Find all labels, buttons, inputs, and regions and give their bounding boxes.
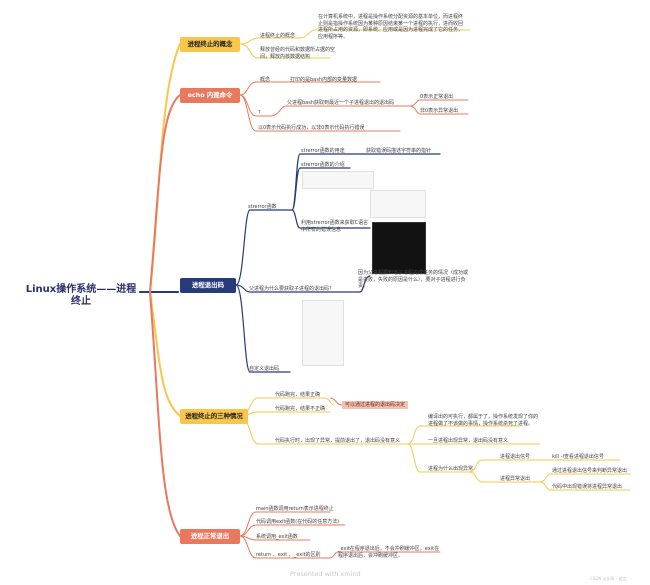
b3-strerror-purpose[interactable]: strerror函数的用途 [301, 148, 345, 154]
b3-strerror[interactable]: strerror函数 [248, 204, 277, 210]
b1-concept-detail: 在计算机系统中，进程是操作系统分配资源的基本单位，而进程终止则是指操作系统因为某… [318, 14, 464, 40]
b5-exit-func[interactable]: 代码调用exit函数(在代码的任意方法) [256, 519, 340, 525]
b2-item-success[interactable]: 以0表示代码执行成功，以非0表示代码执行错误 [258, 125, 365, 131]
b5-syscall-exit[interactable]: 系统调用_exit函数 [256, 534, 298, 540]
branch-termination-concept[interactable]: 进程终止的概念 [180, 37, 240, 52]
b4-os-killed[interactable]: 编译出的可执行，都属于了，操作系统发现了你的进程做了不该做的事情，操作系统杀死了… [428, 414, 539, 427]
b3-strerror-all[interactable]: 利用strerror函数来获取C语言中所有的错误信息 [301, 220, 369, 233]
b4-code-error[interactable]: 代码中出现错误将进程异常退出 [552, 484, 623, 490]
branch-echo-builtin[interactable]: echo 内建命令 [180, 88, 240, 103]
b2-item-question[interactable]: ? [258, 110, 261, 116]
b5-difference-detail: _exit在程序退出后，不会冲刷缓冲区，exit在程序退出后，会冲刷缓冲区。 [338, 546, 440, 559]
branch-normal-exit[interactable]: 进程正常退出 [180, 529, 240, 544]
b2-question-sub[interactable]: 父进程bash获取到最近一个子进程退出的退出码 [287, 100, 395, 106]
b1-item-release[interactable]: 释放曾经的代码和数据所占据的空间，释放内核数据结构 [260, 47, 336, 60]
b3-strerror-intro[interactable]: strerror函数的介绍 [301, 162, 345, 168]
b5-main-return[interactable]: main函数调用return表示进程终止 [256, 506, 334, 512]
b4-case-correct[interactable]: 代码跑完，结果正确 [275, 392, 321, 398]
b3-why-parent-detail: 因为父进程要知道子进程完成任务的情况（成功或是失败，失败的原因是什么），要对子进… [358, 270, 469, 289]
terminal-output-screenshot [372, 222, 426, 274]
branch-three-cases[interactable]: 进程终止的三种情况 [180, 409, 248, 424]
b4-judge-by-signal[interactable]: 通过进程退出信号来判断异常退出 [552, 468, 628, 474]
b2-concept-detail: 打印的是bash内部的变量数据 [290, 77, 358, 83]
branch-exit-code[interactable]: 进程退出码 [180, 278, 236, 293]
b5-difference[interactable]: return 、exit 、_exit的区别 [256, 552, 321, 558]
custom-exit-code-screenshot [302, 300, 344, 366]
b3-custom-exit[interactable]: 自定义退出码 [249, 366, 280, 372]
root-topic[interactable]: Linux操作系统——进程终止 [25, 284, 137, 307]
b3-strerror-purpose-detail: 获取错误码描述字符串的指针 [366, 148, 432, 154]
b4-highlight-exit-code[interactable]: 可以通过进程的退出码决定 [342, 401, 409, 409]
b4-why-exception[interactable]: 进程为什么出现异常 [428, 466, 474, 472]
b2-exit-zero[interactable]: 0表示正常退出 [420, 94, 454, 100]
b2-item-concept[interactable]: 概念 [260, 77, 271, 83]
b4-exit-signal[interactable]: 进程退出信号 [500, 454, 531, 460]
b3-why-parent[interactable]: 父进程为什么要获取子进程的退出码？ [249, 286, 335, 292]
b1-item-concept[interactable]: 进程终止的概念 [260, 33, 296, 39]
csdn-credit: CSDN @如焉 · 留言 [590, 576, 627, 581]
code-screenshot [370, 190, 426, 218]
b2-exit-nonzero[interactable]: 非0表示异常退出 [420, 108, 459, 114]
b4-kill-l[interactable]: kill -l查看进程退出信号 [552, 454, 604, 460]
b4-case-exception[interactable]: 代码执行时，出现了异常，提前退出了，退出码没有意义 [275, 438, 401, 444]
b4-exit-meaningless[interactable]: 一旦进程出现异常，退出码没有意义 [428, 438, 509, 444]
xmind-watermark: Presented with xmind [290, 570, 361, 578]
b4-abnormal-exit[interactable]: 进程异常退出 [500, 476, 531, 482]
b4-case-incorrect[interactable]: 代码跑完，结果不正确 [275, 406, 326, 412]
strerror-intro-screenshot [302, 171, 374, 189]
